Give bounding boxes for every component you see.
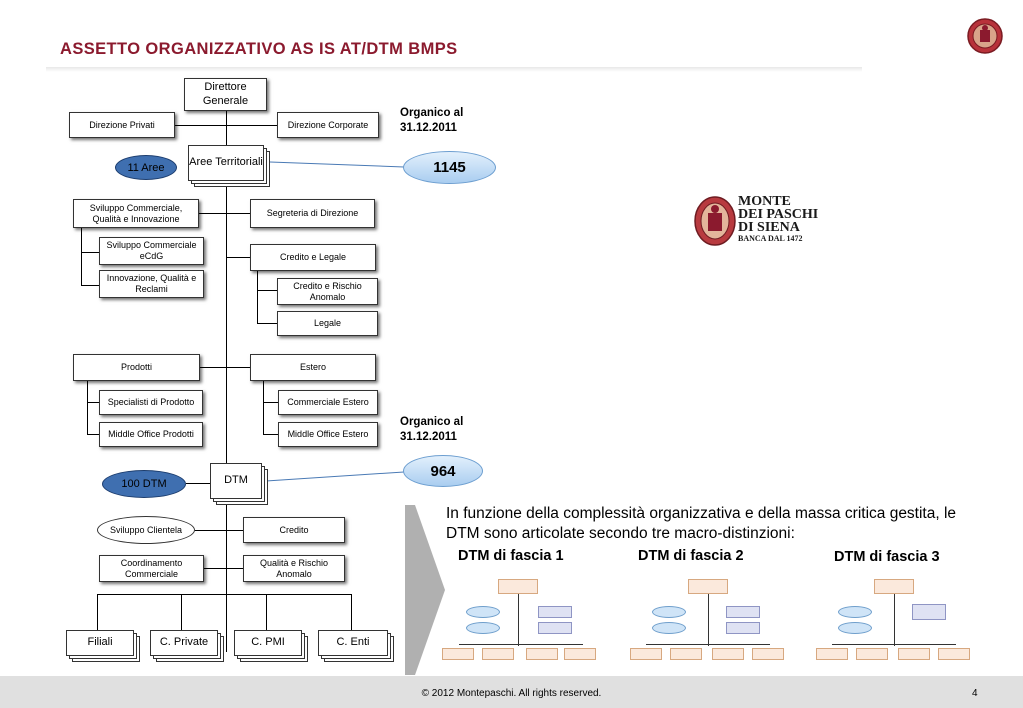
sviluppo-commerciale-box: Sviluppo Commerciale, Qualità e Innovazi… <box>73 199 199 228</box>
connector <box>263 381 264 435</box>
connector <box>257 323 277 324</box>
mps-logo-text: MONTE DEI PASCHI DI SIENA BANCA DAL 1472 <box>738 195 818 244</box>
connector <box>97 594 351 595</box>
connector <box>257 270 258 324</box>
connector <box>175 125 277 126</box>
coordinamento-box: Coordinamento Commerciale <box>99 555 204 582</box>
dtm-label: DTM <box>210 463 262 499</box>
connector <box>81 285 99 286</box>
title-divider <box>46 67 862 72</box>
connector <box>257 290 277 291</box>
sviluppo-clientela-oval: Sviluppo Clientela <box>97 516 195 544</box>
organico-value-1: 1145 <box>403 151 496 184</box>
mini-chart-fascia-2 <box>626 576 791 664</box>
connector <box>226 257 250 258</box>
connector <box>181 594 182 630</box>
c-enti-label: C. Enti <box>318 630 388 656</box>
bank-emblem-icon <box>967 18 1003 54</box>
page-title: ASSETTO ORGANIZZATIVO AS IS AT/DTM BMPS <box>60 40 458 58</box>
mini-chart-fascia-3 <box>812 576 977 664</box>
direzione-privati-box: Direzione Privati <box>69 112 175 138</box>
middle-prodotti-box: Middle Office Prodotti <box>99 422 203 447</box>
segreteria-box: Segreteria di Direzione <box>250 199 375 228</box>
organico-value-2: 964 <box>403 455 483 487</box>
connector <box>351 594 352 630</box>
aree-territoriali-stack: Aree Territoriali <box>188 145 270 187</box>
commerciale-estero-box: Commerciale Estero <box>278 390 378 415</box>
aree-territoriali-label: Aree Territoriali <box>188 145 264 181</box>
filiali-stack: Filiali <box>66 630 140 662</box>
connector <box>81 228 82 286</box>
c-private-label: C. Private <box>150 630 218 656</box>
credito-rischio-box: Credito e Rischio Anomalo <box>277 278 378 305</box>
c-enti-stack: C. Enti <box>318 630 394 662</box>
c-private-stack: C. Private <box>150 630 224 662</box>
middle-estero-box: Middle Office Estero <box>278 422 378 447</box>
legale-box: Legale <box>277 311 378 336</box>
connector <box>97 594 98 630</box>
connector <box>195 530 243 531</box>
connector <box>204 568 243 569</box>
spine-line <box>226 110 227 652</box>
organico-label-1: Organico al 31.12.2011 <box>400 107 464 134</box>
fascia-1-heading: DTM di fascia 1 <box>458 548 564 564</box>
fascia-3-heading: DTM di fascia 3 <box>834 549 940 565</box>
connector <box>266 594 267 630</box>
connector <box>87 381 88 435</box>
c-pmi-stack: C. PMI <box>234 630 308 662</box>
description-text: In funzione della complessità organizzat… <box>446 505 957 543</box>
brand-line-3: DI SIENA <box>738 220 800 235</box>
brand-line-1: MONTE <box>738 194 791 209</box>
connector <box>81 252 99 253</box>
credito-legale-box: Credito e Legale <box>250 244 376 271</box>
fascia-2-heading: DTM di fascia 2 <box>638 548 744 564</box>
direzione-corporate-box: Direzione Corporate <box>277 112 379 138</box>
connector <box>186 483 210 484</box>
brand-line-4: BANCA DAL 1472 <box>738 234 803 243</box>
copyright-text: © 2012 Montepaschi. All rights reserved. <box>421 688 602 699</box>
qualita-rischio-box: Qualità e Rischio Anomalo <box>243 555 345 582</box>
dtm-count-badge: 100 DTM <box>102 470 186 498</box>
estero-box: Estero <box>250 354 376 381</box>
page-number: 4 <box>972 688 978 699</box>
connector <box>263 402 278 403</box>
connector <box>263 434 278 435</box>
connector <box>87 434 99 435</box>
credito-box: Credito <box>243 517 345 543</box>
connector <box>199 213 250 214</box>
arrow-chevron <box>405 505 445 675</box>
footer-bar <box>0 676 1023 708</box>
mps-logo-icon <box>694 196 736 246</box>
innovazione-box: Innovazione, Qualità e Reclami <box>99 270 204 298</box>
prodotti-box: Prodotti <box>73 354 200 381</box>
mini-chart-fascia-1 <box>440 576 605 664</box>
organico-label-2: Organico al 31.12.2011 <box>400 416 464 443</box>
connector <box>200 367 250 368</box>
aree-count-badge: 11 Aree <box>115 155 177 180</box>
connector <box>87 402 99 403</box>
direttore-generale-box: Direttore Generale <box>184 78 267 111</box>
brand-line-2: DEI PASCHI <box>738 207 819 222</box>
filiali-label: Filiali <box>66 630 134 656</box>
sviluppo-ecdg-box: Sviluppo Commerciale eCdG <box>99 237 204 265</box>
dtm-stack: DTM <box>210 463 268 505</box>
c-pmi-label: C. PMI <box>234 630 302 656</box>
specialisti-box: Specialisti di Prodotto <box>99 390 203 415</box>
